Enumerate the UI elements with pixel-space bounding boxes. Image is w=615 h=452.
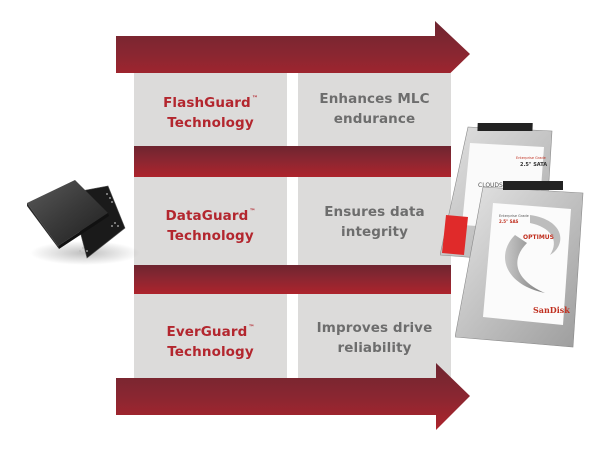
technology-label-dataguard: DataGuard™ Technology	[165, 208, 256, 244]
drive-front-brand: OPTIMUS	[523, 234, 554, 241]
benefit-label-row-2: Ensures data integrity	[324, 204, 425, 240]
benefit-label-row-1: Enhances MLC endurance	[319, 91, 430, 127]
drive-front-form: 2.5" SAS	[499, 219, 519, 224]
ssd-drive-optimus-image: Enterprise Grade 2.5" SAS OPTIMUS SanDis…	[455, 181, 584, 348]
panel-right-row-3	[298, 294, 451, 378]
technology-label-everguard: EverGuard™ Technology	[166, 324, 255, 360]
drive-back-grade: Enterprise Grade	[516, 156, 546, 160]
panel-right-row-2	[298, 177, 451, 265]
drive-back-form: 2.5" SATA	[520, 162, 547, 168]
panel-left-row-1	[134, 73, 287, 146]
panel-left-row-2	[134, 177, 287, 265]
top-arrow	[116, 21, 470, 88]
bottom-arrow	[116, 363, 470, 430]
benefit-label-row-3: Improves drive reliability	[316, 320, 433, 356]
separator-bar-1	[134, 146, 451, 177]
flash-chip-image	[27, 180, 140, 265]
separator-bar-2	[134, 265, 451, 294]
drive-front-maker: SanDisk	[533, 305, 570, 315]
technology-label-flashguard: FlashGuard™ Technology	[163, 95, 258, 131]
drive-back-brand: CLOUDSPEED	[478, 182, 519, 189]
panel-right-row-1	[298, 73, 451, 146]
panel-left-row-3	[134, 294, 287, 378]
drive-front-grade: Enterprise Grade	[499, 214, 529, 218]
